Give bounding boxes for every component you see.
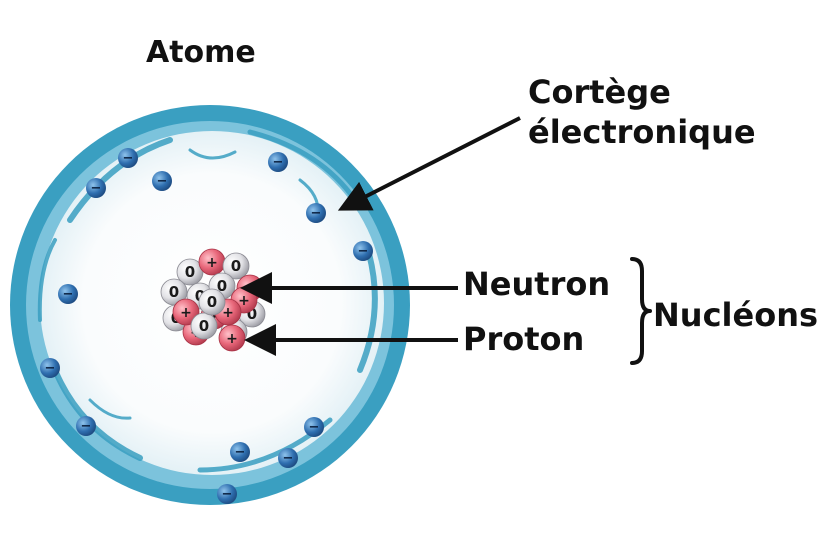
- svg-text:−: −: [157, 174, 168, 189]
- svg-text:−: −: [81, 419, 92, 434]
- electron: −: [118, 148, 138, 168]
- nucleons-label: Nucléons: [653, 296, 819, 334]
- svg-text:−: −: [222, 487, 233, 502]
- svg-text:−: −: [91, 181, 102, 196]
- svg-text:−: −: [311, 206, 322, 221]
- electron: −: [353, 241, 373, 261]
- curly-brace-icon: [630, 257, 652, 365]
- electron: −: [40, 358, 60, 378]
- proton: +: [172, 298, 200, 326]
- svg-text:−: −: [63, 287, 74, 302]
- svg-text:−: −: [123, 151, 134, 166]
- svg-text:−: −: [309, 420, 320, 435]
- svg-text:−: −: [235, 445, 246, 460]
- neutron: 0: [160, 278, 188, 306]
- svg-text:−: −: [273, 155, 284, 170]
- svg-text:0: 0: [247, 305, 257, 323]
- neutron-label: Neutron: [463, 265, 611, 303]
- cortege-arrow: [337, 116, 521, 211]
- neutron: 0: [176, 258, 204, 286]
- electron: −: [86, 178, 106, 198]
- cortege-label-line1: Cortège: [528, 73, 671, 111]
- electron: −: [304, 417, 324, 437]
- nucleus: 0+00+00+000+++0+0+: [160, 248, 266, 352]
- electron: −: [76, 416, 96, 436]
- svg-text:+: +: [180, 305, 192, 321]
- proton: +: [218, 324, 246, 352]
- electron: −: [306, 203, 326, 223]
- svg-text:0: 0: [207, 293, 217, 311]
- svg-text:0: 0: [185, 263, 195, 281]
- proton: +: [198, 248, 226, 276]
- electron: −: [217, 484, 237, 504]
- svg-text:−: −: [283, 451, 294, 466]
- neutron: 0: [198, 288, 226, 316]
- cortege-label-line2: électronique: [528, 113, 756, 151]
- svg-text:0: 0: [195, 287, 205, 305]
- electron: −: [152, 171, 172, 191]
- electrons: − − − − − − − − − − − − −: [40, 148, 373, 504]
- svg-text:−: −: [358, 244, 369, 259]
- diagram-title: Atome: [146, 35, 256, 70]
- svg-text:+: +: [208, 309, 220, 325]
- svg-text:+: +: [226, 331, 238, 347]
- svg-text:−: −: [45, 361, 56, 376]
- neutron: 0: [190, 312, 218, 340]
- svg-text:0: 0: [217, 277, 227, 295]
- svg-text:0: 0: [169, 283, 179, 301]
- electron: −: [58, 284, 78, 304]
- svg-text:0: 0: [199, 317, 209, 335]
- svg-text:0: 0: [231, 257, 241, 275]
- electron: −: [230, 442, 250, 462]
- svg-text:+: +: [206, 255, 218, 271]
- electron: −: [268, 152, 288, 172]
- svg-text:+: +: [222, 305, 234, 321]
- proton-label: Proton: [463, 320, 585, 358]
- electron: −: [278, 448, 298, 468]
